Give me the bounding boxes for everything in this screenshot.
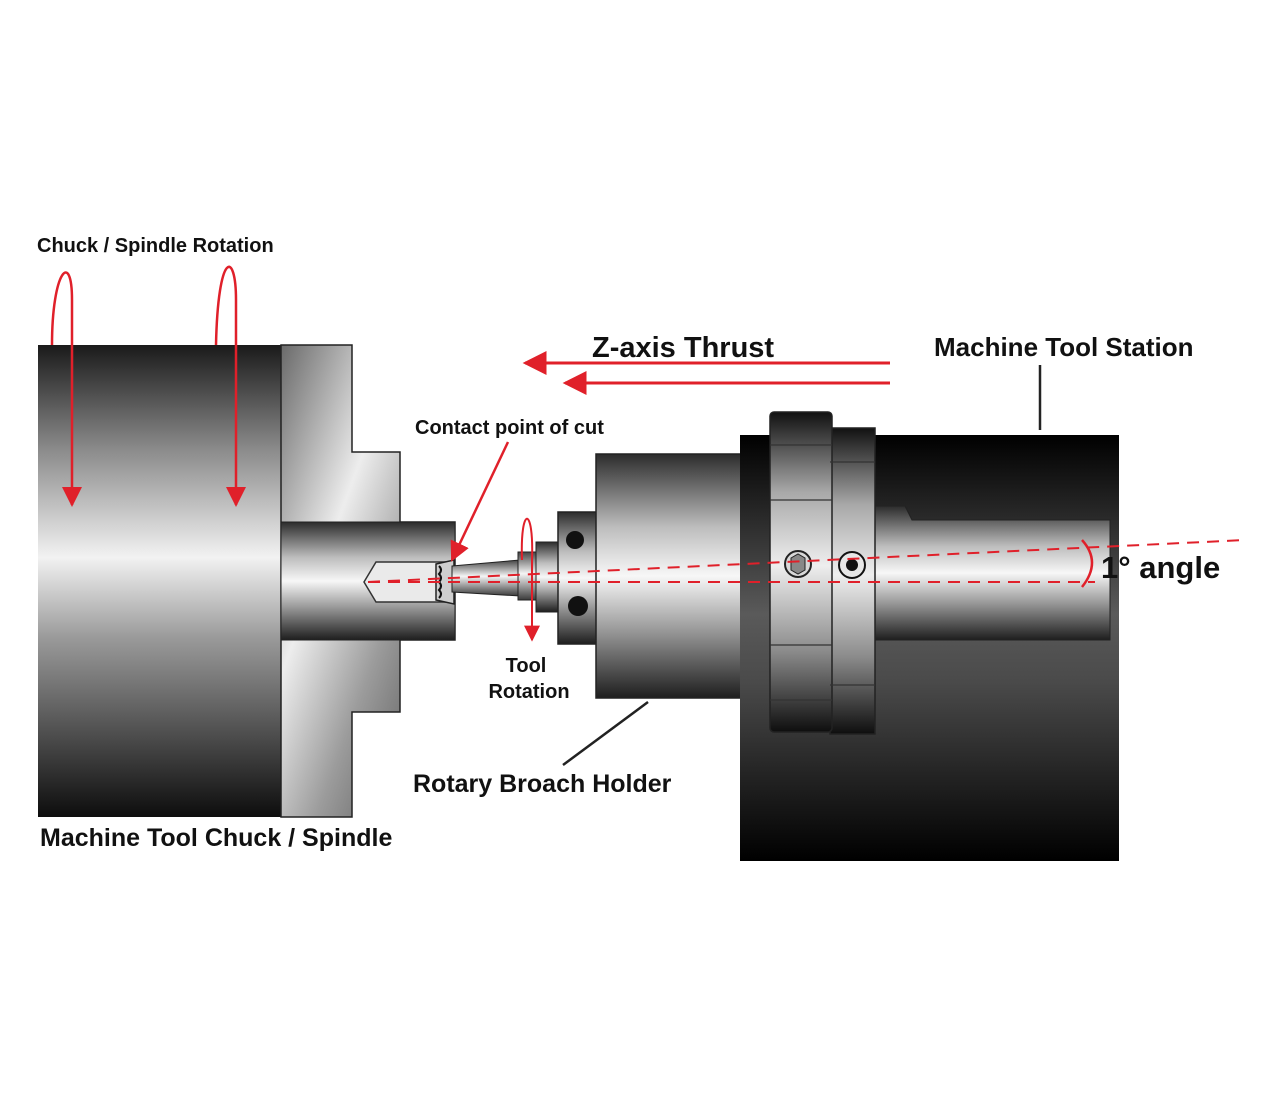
set-screw-bottom <box>568 596 588 616</box>
rotation-arrow-right <box>214 265 246 507</box>
tool-rotation-label-line2: Rotation <box>488 681 569 703</box>
rotation-arrow-left <box>50 271 82 507</box>
center-lines <box>367 539 1246 588</box>
holder-leader-line <box>562 700 649 767</box>
contact-point-arrow <box>450 441 510 562</box>
machine-tool-station-label: Machine Tool Station <box>934 332 1194 362</box>
rotary-broach-holder <box>451 453 775 699</box>
angle-label: 1° angle <box>1101 550 1220 585</box>
chuck-rotation-arrows <box>50 265 246 507</box>
chuck-rotation-label: Chuck / Spindle Rotation <box>37 235 274 257</box>
adjustment-screw-hex <box>790 553 806 575</box>
angle-arc <box>1081 539 1094 588</box>
machine-tool-chuck-label: Machine Tool Chuck / Spindle <box>40 824 392 852</box>
holder-front-cap <box>557 511 601 645</box>
workpiece-hole <box>363 561 449 603</box>
z-axis-thrust-arrows <box>522 351 890 395</box>
tool-rotation-label-line1: Tool <box>506 655 547 677</box>
tool-axis-line <box>367 539 1246 583</box>
locking-screw-socket <box>846 559 858 571</box>
tool-shank <box>451 559 521 597</box>
chuck-body <box>38 345 281 817</box>
contact-point-label: Contact point of cut <box>415 417 604 439</box>
station-bore <box>874 505 1111 641</box>
machine-tool-station <box>740 411 1119 861</box>
tool-rotation-arrow <box>520 517 540 642</box>
holder-nose <box>535 541 561 613</box>
set-screw-top <box>566 531 584 549</box>
rotary-broach-holder-label: Rotary Broach Holder <box>413 770 672 798</box>
z-axis-thrust-label: Z-axis Thrust <box>592 332 774 364</box>
